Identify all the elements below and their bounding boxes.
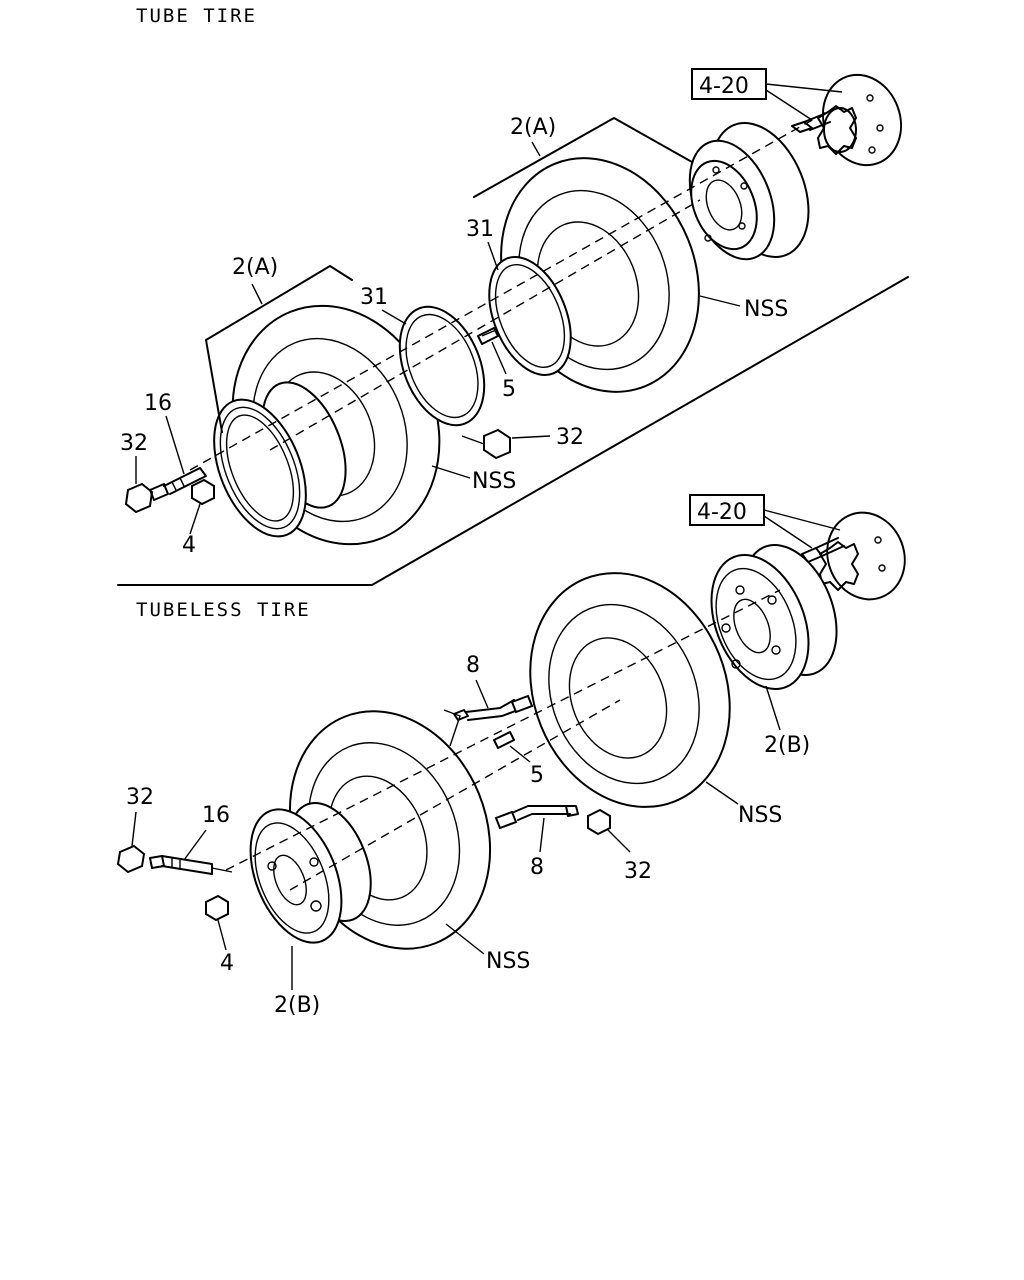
wheel-rim-2b-front (249, 801, 372, 944)
axis-line-tube-1 (189, 109, 831, 471)
bracket-2a-lower (205, 265, 353, 433)
hub-flange-top (817, 73, 903, 167)
axis-line-tubeless-1 (225, 589, 781, 871)
flap-31-rear (488, 255, 572, 377)
axis-line-tube-2 (269, 199, 701, 451)
leader-2a-upper (531, 141, 541, 157)
label-2b-rear: 2(B) (764, 733, 810, 758)
label-32-tubeless-left: 32 (126, 785, 154, 810)
label-32-tubeless-right: 32 (624, 859, 652, 884)
section-title-tube-tire: TUBE TIRE (136, 5, 257, 27)
leader-32-tube-right (511, 435, 551, 439)
label-16-tube: 16 (144, 391, 172, 416)
leader-32-tubeless-right (607, 829, 631, 853)
leader-16-tubeless (183, 829, 207, 861)
leader-5-tubeless (509, 745, 531, 763)
leader-32-tube-right-line (461, 435, 485, 445)
leader-8-upper (475, 679, 489, 709)
label-5-tube: 5 (502, 377, 516, 402)
nut-4-tubeless (205, 894, 229, 922)
leader-nss-tubeless-rear (705, 781, 739, 805)
leader-5-tube (491, 341, 507, 375)
leader-nss-tube-rear (699, 295, 741, 307)
bracket-2a-upper (473, 117, 693, 198)
section-title-tubeless-tire: TUBELESS TIRE (136, 599, 311, 621)
leader-8-lower (539, 817, 545, 853)
label-8-lower: 8 (530, 855, 544, 880)
cap-nut-32-tube-right (483, 428, 511, 460)
bolt-16-tube (149, 467, 207, 501)
section-divider (117, 276, 909, 586)
label-2b-front: 2(B) (274, 993, 320, 1018)
leader-32-tubeless-left (131, 811, 137, 847)
wheel-rim-2b-rear (710, 544, 838, 690)
leader-2b-rear (765, 685, 781, 731)
cap-nut-32-tube-left (124, 482, 154, 514)
valve-extension-8-upper (453, 694, 534, 721)
wheel-rim-2a-rear (688, 122, 810, 261)
label-4-tubeless: 4 (220, 951, 234, 976)
label-5-tubeless: 5 (530, 763, 544, 788)
ref-box-4-20-bottom (689, 494, 765, 526)
leader-4-tubeless (217, 919, 227, 951)
label-16-tubeless: 16 (202, 803, 230, 828)
wheel-rim-2a-front (213, 381, 347, 538)
label-2a-lower: 2(A) (232, 255, 278, 280)
label-32-tube-left: 32 (120, 431, 148, 456)
leader-nss-tubeless-front (445, 923, 485, 955)
cap-nut-32-tubeless-left (116, 844, 146, 874)
nut-4-tube (191, 478, 215, 506)
leader-2a-lower (251, 283, 263, 305)
leader-4-tube (189, 503, 201, 535)
tire-tubeless-rear (529, 572, 731, 808)
label-nss-tube-rear: NSS (744, 297, 788, 322)
label-32-tube-right: 32 (556, 425, 584, 450)
leader-31-front (381, 309, 407, 325)
valve-5-tube (477, 327, 499, 345)
label-nss-tubeless-rear: NSS (738, 803, 782, 828)
axis-line-tubeless-2 (289, 699, 621, 891)
label-31-rear: 31 (466, 217, 494, 242)
label-4-20-top: 4-20 (699, 74, 749, 99)
valve-extension-8-lower (494, 805, 579, 830)
leader-nss-tube-front (431, 465, 471, 479)
leader-31-rear (487, 241, 499, 271)
cap-nut-32-tubeless-right (587, 808, 611, 836)
label-nss-tube-front: NSS (472, 469, 516, 494)
leader-4-20-top (765, 83, 843, 121)
hub-flange-bottom (819, 511, 906, 601)
leader-4-20-bottom (763, 509, 841, 549)
label-4-20-bottom: 4-20 (697, 500, 747, 525)
label-4-tube: 4 (182, 533, 196, 558)
leader-16-tube (165, 415, 185, 475)
bolt-16-tubeless (149, 855, 213, 875)
valve-5-tubeless (493, 731, 515, 749)
label-31-front: 31 (360, 285, 388, 310)
flap-31-front (398, 305, 486, 427)
label-2a-upper: 2(A) (510, 115, 556, 140)
label-nss-tubeless-front: NSS (486, 949, 530, 974)
leader-bracket-tubeless (443, 709, 461, 747)
label-8-upper: 8 (466, 653, 480, 678)
leader-bolt-to-rim (211, 867, 233, 873)
